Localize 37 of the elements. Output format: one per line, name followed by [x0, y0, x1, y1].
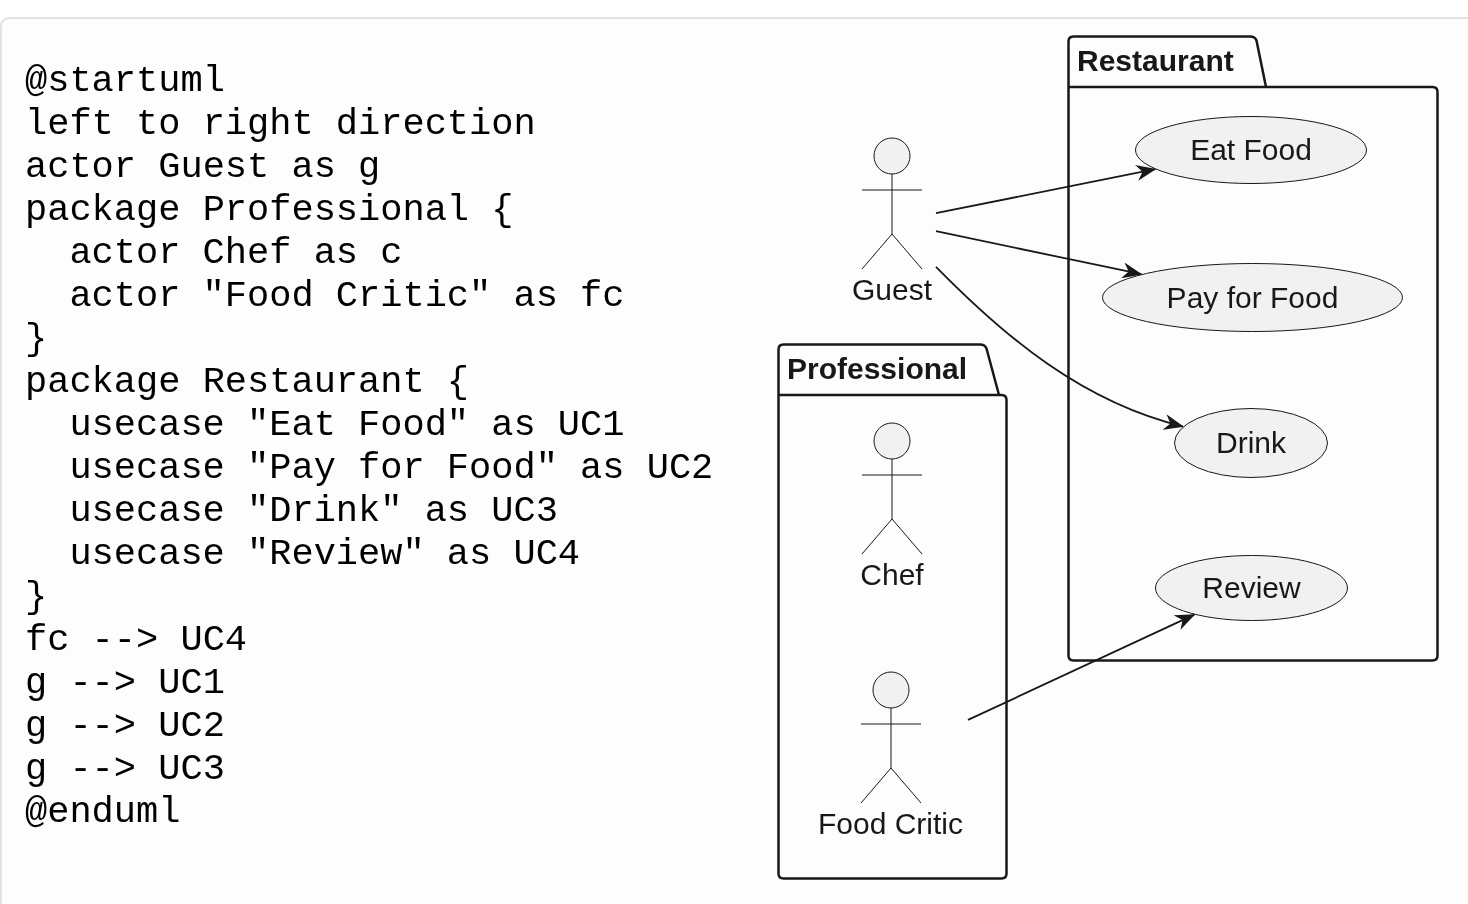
- package-frame: [1067, 35, 1439, 662]
- code-line: package Restaurant {: [25, 361, 470, 404]
- actor-label: Chef: [860, 558, 924, 592]
- use-case-ellipse: [1155, 555, 1348, 621]
- arrow: [935, 165, 1157, 215]
- code-line: usecase "Drink" as UC3: [69, 490, 558, 533]
- code-line: actor "Food Critic" as fc: [69, 275, 625, 318]
- use-case-label: Drink: [1216, 426, 1286, 460]
- package-frame: [777, 343, 1008, 880]
- code-line: actor Chef as c: [69, 232, 403, 275]
- actor-label: Guest: [852, 273, 932, 307]
- use-case-label: Pay for Food: [1166, 280, 1339, 315]
- package-title: Restaurant: [1077, 44, 1234, 78]
- use-case-ellipse: [1102, 263, 1403, 332]
- arrow: [967, 613, 1196, 721]
- arrow: [935, 265, 1185, 430]
- arrow: [935, 230, 1143, 279]
- code-line: g --> UC1: [25, 662, 225, 705]
- use-case-label: Review: [1202, 571, 1301, 605]
- use-case-ellipse: [1174, 408, 1328, 478]
- code-line: left to right direction: [25, 103, 536, 146]
- code-line: g --> UC3: [25, 748, 225, 791]
- code-line: g --> UC2: [25, 705, 225, 748]
- code-line: }: [25, 576, 48, 619]
- code-line: actor Guest as g: [25, 146, 381, 189]
- code-line: @startuml: [25, 60, 225, 103]
- use-case-label: Eat Food: [1190, 133, 1312, 167]
- code-line: package Professional {: [25, 189, 514, 232]
- actor-label: Food Critic: [818, 807, 963, 841]
- use-case-ellipse: [1135, 116, 1367, 184]
- package-title: Professional: [787, 352, 968, 386]
- code-line: @enduml: [25, 791, 181, 834]
- code-line: fc --> UC4: [25, 619, 248, 662]
- code-line: usecase "Review" as UC4: [69, 533, 581, 576]
- code-line: }: [25, 318, 48, 361]
- code-line: usecase "Eat Food" as UC1: [69, 404, 625, 447]
- code-line: usecase "Pay for Food" as UC2: [69, 447, 714, 490]
